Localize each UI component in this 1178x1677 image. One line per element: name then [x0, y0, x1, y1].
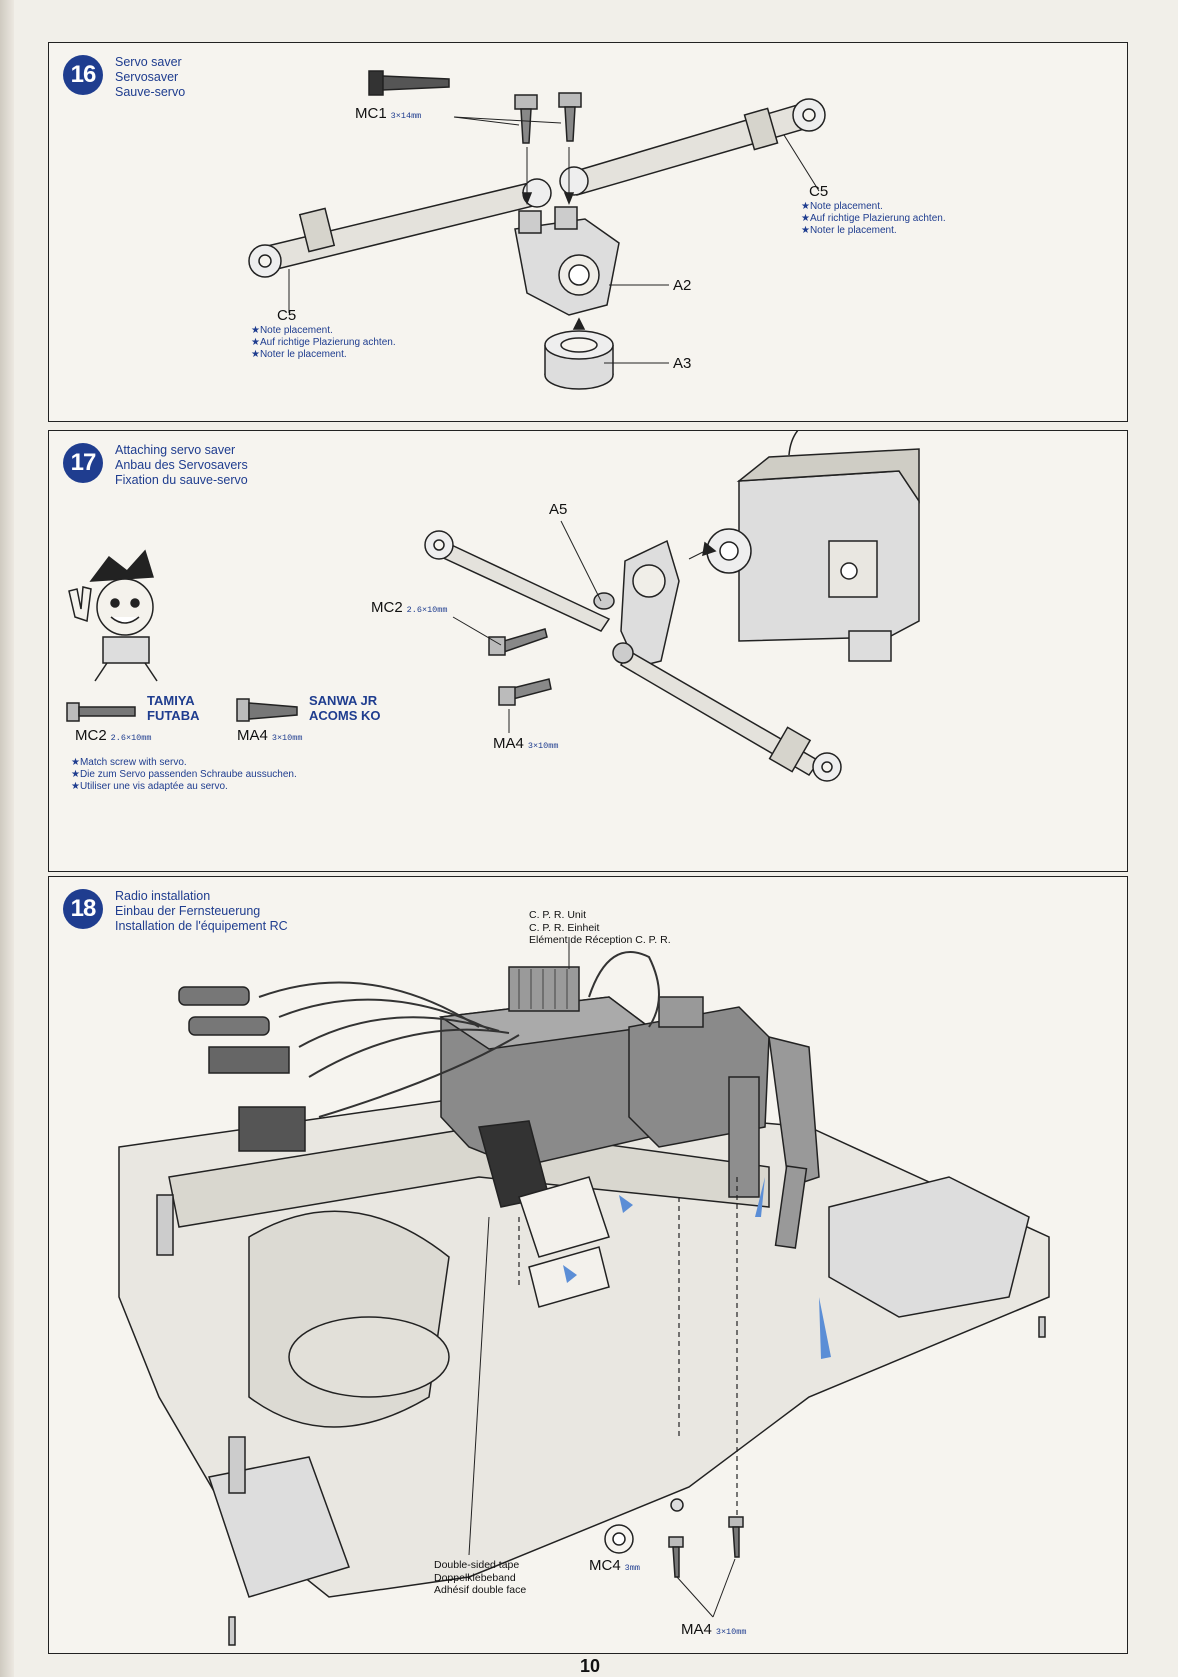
title-de: Servosaver	[115, 70, 179, 84]
right-steering-rod	[559, 98, 826, 196]
small-washer	[670, 1498, 684, 1512]
double-sided-tape-label: Double-sided tape Doppelklebeband Adhési…	[434, 1559, 527, 1596]
mc2-screw-drawing	[488, 628, 548, 656]
title-fr: Sauve-servo	[115, 85, 186, 99]
mc4-washer-hole	[612, 1532, 626, 1546]
a2-label: A2	[673, 277, 692, 294]
servo-saver-illustration	[248, 70, 826, 390]
blue-direction-arrows	[563, 1177, 831, 1359]
screw-size: 3×14mm	[390, 111, 422, 121]
left-steering-rod	[248, 178, 552, 278]
step-title: Radio installation Einbau der Fernsteuer…	[115, 889, 288, 934]
title-en: Attaching servo saver	[115, 443, 236, 457]
title-de: Anbau des Servosavers	[115, 458, 248, 472]
title-fr: Installation de l'équipement RC	[115, 919, 288, 933]
step-number-badge: 18	[63, 889, 103, 929]
page-binding-edge	[0, 0, 14, 1677]
connector-plugs	[178, 986, 306, 1152]
title-en: Radio installation	[115, 889, 211, 903]
title-en: Servo saver	[115, 55, 182, 69]
ma4-screws	[668, 1516, 744, 1578]
ma4-screw-drawing	[498, 678, 552, 706]
receiver-wires	[258, 951, 660, 1118]
chassis-posts	[156, 1194, 1046, 1646]
title-fr: Fixation du sauve-servo	[115, 473, 248, 487]
cpr-unit-label: C. P. R. Unit C. P. R. Einheit Elément d…	[529, 909, 671, 946]
c5-right-label: C5	[809, 183, 829, 200]
part-code: MC1	[355, 105, 387, 122]
cpr-receiver-unit	[438, 966, 651, 1168]
title-de: Einbau der Fernsteuerung	[115, 904, 261, 918]
placement-note-left: ★Note placement. ★Auf richtige Plazierun…	[251, 325, 396, 360]
page-number: 10	[580, 1656, 601, 1676]
step-number-badge: 17	[63, 443, 103, 483]
legend-ma4-screw-thread	[248, 702, 298, 720]
placement-note-right: ★Note placement. ★Auf richtige Plazierun…	[801, 201, 946, 236]
dashed-alignment-lines	[518, 1177, 738, 1517]
brand-group-sanwa-jr: SANWA JR ACOMS KO	[309, 693, 381, 723]
c5-left-label: C5	[277, 307, 297, 324]
servo-unit	[706, 431, 920, 662]
mc1-screw-pair	[514, 92, 582, 144]
a5-servo-horn	[593, 539, 680, 668]
screw-match-note: ★Match screw with servo. ★Die zum Servo …	[71, 757, 297, 792]
radio-installation-illustration	[118, 937, 1050, 1646]
step-16-panel: 16 Servo saver Servosaver Sauve-servo	[48, 42, 1128, 422]
screw-head-icon	[368, 70, 384, 96]
screw-thread-icon	[382, 75, 450, 91]
step-17-panel: 17 Attaching servo saver Anbau des Servo…	[48, 430, 1128, 872]
brand-group-tamiya-futaba: TAMIYA FUTABA	[147, 693, 200, 723]
legend-mc2-screw-thread	[78, 706, 136, 717]
a2-servo-saver-arm	[514, 206, 620, 316]
steering-servo	[628, 996, 820, 1249]
step-number-badge: 16	[63, 55, 103, 95]
step-title: Servo saver Servosaver Sauve-servo	[115, 55, 185, 100]
a3-spring-ring	[544, 330, 614, 390]
mascot-figure	[68, 549, 158, 682]
step-title: Attaching servo saver Anbau des Servosav…	[115, 443, 248, 488]
lower-steering-rod	[612, 642, 842, 782]
a3-label: A3	[673, 355, 692, 372]
step-18-panel: 18 Radio installation Einbau der Fernste…	[48, 876, 1128, 1654]
upper-steering-rod	[424, 530, 611, 632]
servo-saver-attachment-illustration	[66, 431, 920, 782]
legend-mc2-screw-head	[66, 702, 80, 722]
legend-ma4-screw-head	[236, 698, 250, 722]
chassis-frame	[118, 1096, 1050, 1598]
a5-label: A5	[549, 501, 568, 518]
